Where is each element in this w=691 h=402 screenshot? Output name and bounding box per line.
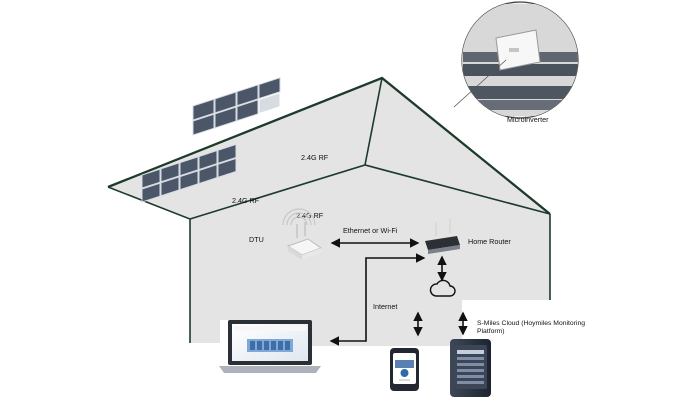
cloud-platform-label-line1: S-Miles Cloud (Hoymiles Monitoring [477,320,585,327]
solar-panels [141,77,281,203]
solar-panel [198,149,218,171]
solar-panel [179,170,199,191]
rf-label-upper: 2.4G RF [301,153,329,162]
laptop-router-arrow [329,253,426,346]
solar-panel [217,143,237,164]
smartphone-device [390,348,419,391]
house [107,76,551,346]
house-wall [108,78,550,346]
solar-panel [141,168,161,189]
microinverter-inset: Microinverter [453,1,579,124]
solar-panel [192,98,215,121]
solar-panel [160,176,180,197]
microinverter-label: Microinverter [507,115,549,124]
solar-panel [160,162,180,183]
solar-panel [214,91,237,114]
dtu-label: DTU [249,235,264,244]
solar-panel [198,163,218,185]
rf-label-left: 2.4G RF [232,196,260,205]
solar-panel-highlight [258,92,281,115]
ethernet-wifi-label: Ethernet or Wi-Fi [343,226,398,235]
dtu-device [286,222,323,260]
server-device [450,339,491,397]
panel-group-bottom [141,143,237,203]
laptop-device [219,320,321,373]
solar-panel [141,182,161,203]
panel-group-top [192,77,281,136]
house-ridge-line [364,77,383,166]
home-router-device [425,219,460,254]
solar-panel [236,99,259,122]
cloud-icon [429,279,456,297]
wifi-icon [282,208,316,226]
solar-panel [192,113,215,136]
inset-connector [453,59,507,108]
solar-panel [236,84,259,107]
home-router-label: Home Router [468,237,511,246]
solar-panel [179,156,199,177]
cloud-platform-label-line2: Platform) [477,328,505,335]
solar-panel [258,77,281,100]
solar-panel [217,157,237,178]
rf-label-dtu: 2.4G RF [296,211,324,220]
solar-panel [214,106,237,129]
internet-label: Internet [373,302,397,311]
